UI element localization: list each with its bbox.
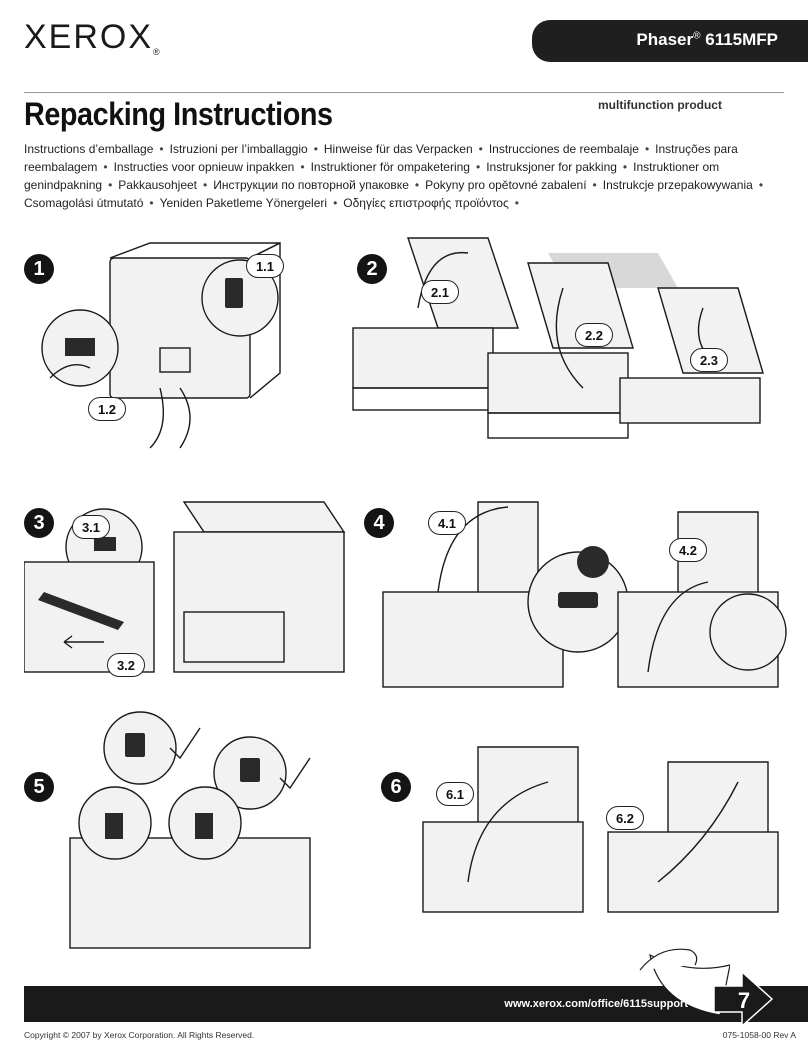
step-badge-5: 5 [24,772,54,802]
language-separator: • [103,160,108,174]
page-turn-hand-icon [639,948,730,1016]
next-step-number: 7 [738,988,750,1013]
language-separator: • [108,178,113,192]
language-separator: • [514,196,519,210]
language-item: Instruksjoner for pakking [486,160,617,174]
language-item: Csomagolási útmutató [24,196,144,210]
page-title: Repacking Instructions [24,96,333,132]
callout-1-2: 1.2 [88,397,126,421]
language-item: Yeniden Paketleme Yönergeleri [159,196,328,210]
language-separator: • [333,196,338,210]
logo-text: XEROX [24,18,154,56]
language-item: Pokyny pro opětovné zabalení [425,178,587,192]
callout-2-1: 2.1 [421,280,459,304]
callout-4-1: 4.1 [428,511,466,535]
language-separator: • [592,178,597,192]
product-name-text: Phaser [636,30,694,49]
step-6-illustration [422,746,779,913]
copyright-text: Copyright © 2007 by Xerox Corporation. A… [24,1030,255,1040]
step-2-illustration [352,237,764,439]
step-1-illustration [41,241,281,449]
language-separator: • [478,142,483,156]
language-item: Instructions d’emballage [24,142,154,156]
step-badge-6: 6 [381,772,411,802]
language-item: Instrukcje przepakowywania [602,178,753,192]
callout-6-2: 6.2 [606,806,644,830]
language-item: Istruzioni per l’imballaggio [169,142,308,156]
language-separator: • [475,160,481,174]
step-4-illustration [382,501,787,688]
callout-2-3: 2.3 [690,348,728,372]
next-page-arrow-icon[interactable]: 7 [712,970,774,1028]
callout-2-2: 2.2 [575,323,613,347]
language-separator: • [622,160,628,174]
language-item: Instruktioner om genindpakning [24,160,720,192]
language-list: Instructions d’emballage • Istruzioni per … [24,140,784,212]
language-separator: • [203,178,208,192]
support-url[interactable]: www.xerox.com/office/6115support [504,998,688,1010]
step-badge-4: 4 [364,508,394,538]
step-5-illustration [69,711,311,949]
product-banner: Phaser® 6115MFP [532,20,808,62]
logo-registered-mark: ® [153,47,160,57]
header-rule [24,92,784,93]
document-number: 075-1058-00 Rev A [722,1030,796,1040]
language-item: Οδηγίες επιστροφής προϊόντος [343,196,509,210]
language-separator: • [758,178,764,192]
language-separator: • [300,160,305,174]
language-separator: • [313,142,318,156]
language-separator: • [149,196,154,210]
language-item: Instrucciones de reembalaje [488,142,639,156]
language-separator: • [159,142,164,156]
language-item: Instructies voor opnieuw inpakken [113,160,295,174]
callout-6-1: 6.1 [436,782,474,806]
language-item: Инструкции по повторной упаковке [213,178,409,192]
language-item: Hinweise für das Verpacken [323,142,473,156]
xerox-logo: XEROX® [24,18,160,57]
callout-3-2: 3.2 [107,653,145,677]
callout-3-1: 3.1 [72,515,110,539]
language-item: Instruções para reembalagem [24,142,738,174]
language-item: Instruktioner för ompaketering [310,160,470,174]
product-name: Phaser® 6115MFP [636,30,778,50]
language-separator: • [644,142,650,156]
language-separator: • [414,178,420,192]
language-item: Pakkausohjeet [118,178,198,192]
step-badge-3: 3 [24,508,54,538]
product-model: 6115MFP [705,30,778,49]
step-badge-1: 1 [24,254,54,284]
step-3-illustration [24,501,346,673]
product-type: multifunction product [598,98,722,112]
product-registered-mark: ® [693,30,701,42]
callout-1-1: 1.1 [246,254,284,278]
step-badge-2: 2 [357,254,387,284]
callout-4-2: 4.2 [669,538,707,562]
